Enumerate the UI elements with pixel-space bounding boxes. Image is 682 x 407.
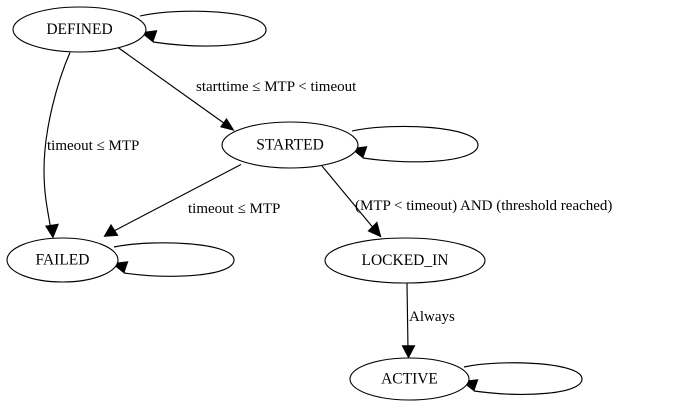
defined-failed-path xyxy=(43,52,71,231)
edge-label-started-locked-in: (MTP < timeout) AND (threshold reached) xyxy=(355,198,612,214)
node-active[interactable]: ACTIVE xyxy=(349,357,470,401)
edge-started-failed xyxy=(103,163,242,237)
defined-ellipse[interactable] xyxy=(12,6,147,53)
locked-in-active-arrowhead xyxy=(401,345,416,359)
failed-self-loop-path xyxy=(113,242,235,277)
failed-ellipse[interactable] xyxy=(6,237,119,283)
node-started[interactable]: STARTED xyxy=(221,121,359,169)
locked-in-ellipse[interactable] xyxy=(324,237,486,284)
edge-failed-self xyxy=(111,242,235,277)
node-locked-in[interactable]: LOCKED_IN xyxy=(324,237,486,284)
edge-defined-failed xyxy=(43,52,71,239)
node-failed[interactable]: FAILED xyxy=(6,237,119,283)
failed-label: FAILED xyxy=(36,252,90,269)
active-label: ACTIVE xyxy=(381,371,438,388)
started-locked-in-arrowhead xyxy=(367,221,382,238)
edge-defined-self xyxy=(139,10,267,47)
defined-started-arrowhead xyxy=(220,117,235,131)
locked-in-label: LOCKED_IN xyxy=(362,252,449,269)
started-self-loop-path xyxy=(351,125,479,163)
started-failed-arrowhead xyxy=(103,223,119,237)
started-ellipse[interactable] xyxy=(221,121,359,169)
edge-started-locked-in xyxy=(321,165,382,238)
started-locked-in-path xyxy=(321,165,376,231)
locked-in-active-path xyxy=(406,283,409,351)
node-defined[interactable]: DEFINED xyxy=(12,6,147,53)
edge-started-self xyxy=(350,125,479,163)
defined-label: DEFINED xyxy=(46,21,112,38)
edge-label-defined-started: starttime ≤ MTP < timeout xyxy=(196,79,357,95)
edge-label-defined-failed: timeout ≤ MTP xyxy=(47,138,139,154)
edge-label-locked-in-active: Always xyxy=(409,309,455,325)
started-label: STARTED xyxy=(256,137,324,154)
edge-label-started-failed: timeout ≤ MTP xyxy=(188,201,280,217)
started-failed-path xyxy=(111,163,242,233)
defined-started-path xyxy=(117,47,229,127)
active-self-loop-path xyxy=(463,362,583,395)
edge-active-self xyxy=(461,362,583,395)
edge-locked-in-active xyxy=(401,283,416,359)
defined-failed-arrowhead xyxy=(45,223,59,239)
edge-defined-started xyxy=(117,47,235,131)
defined-self-loop-path xyxy=(139,10,267,47)
active-ellipse[interactable] xyxy=(349,357,470,401)
